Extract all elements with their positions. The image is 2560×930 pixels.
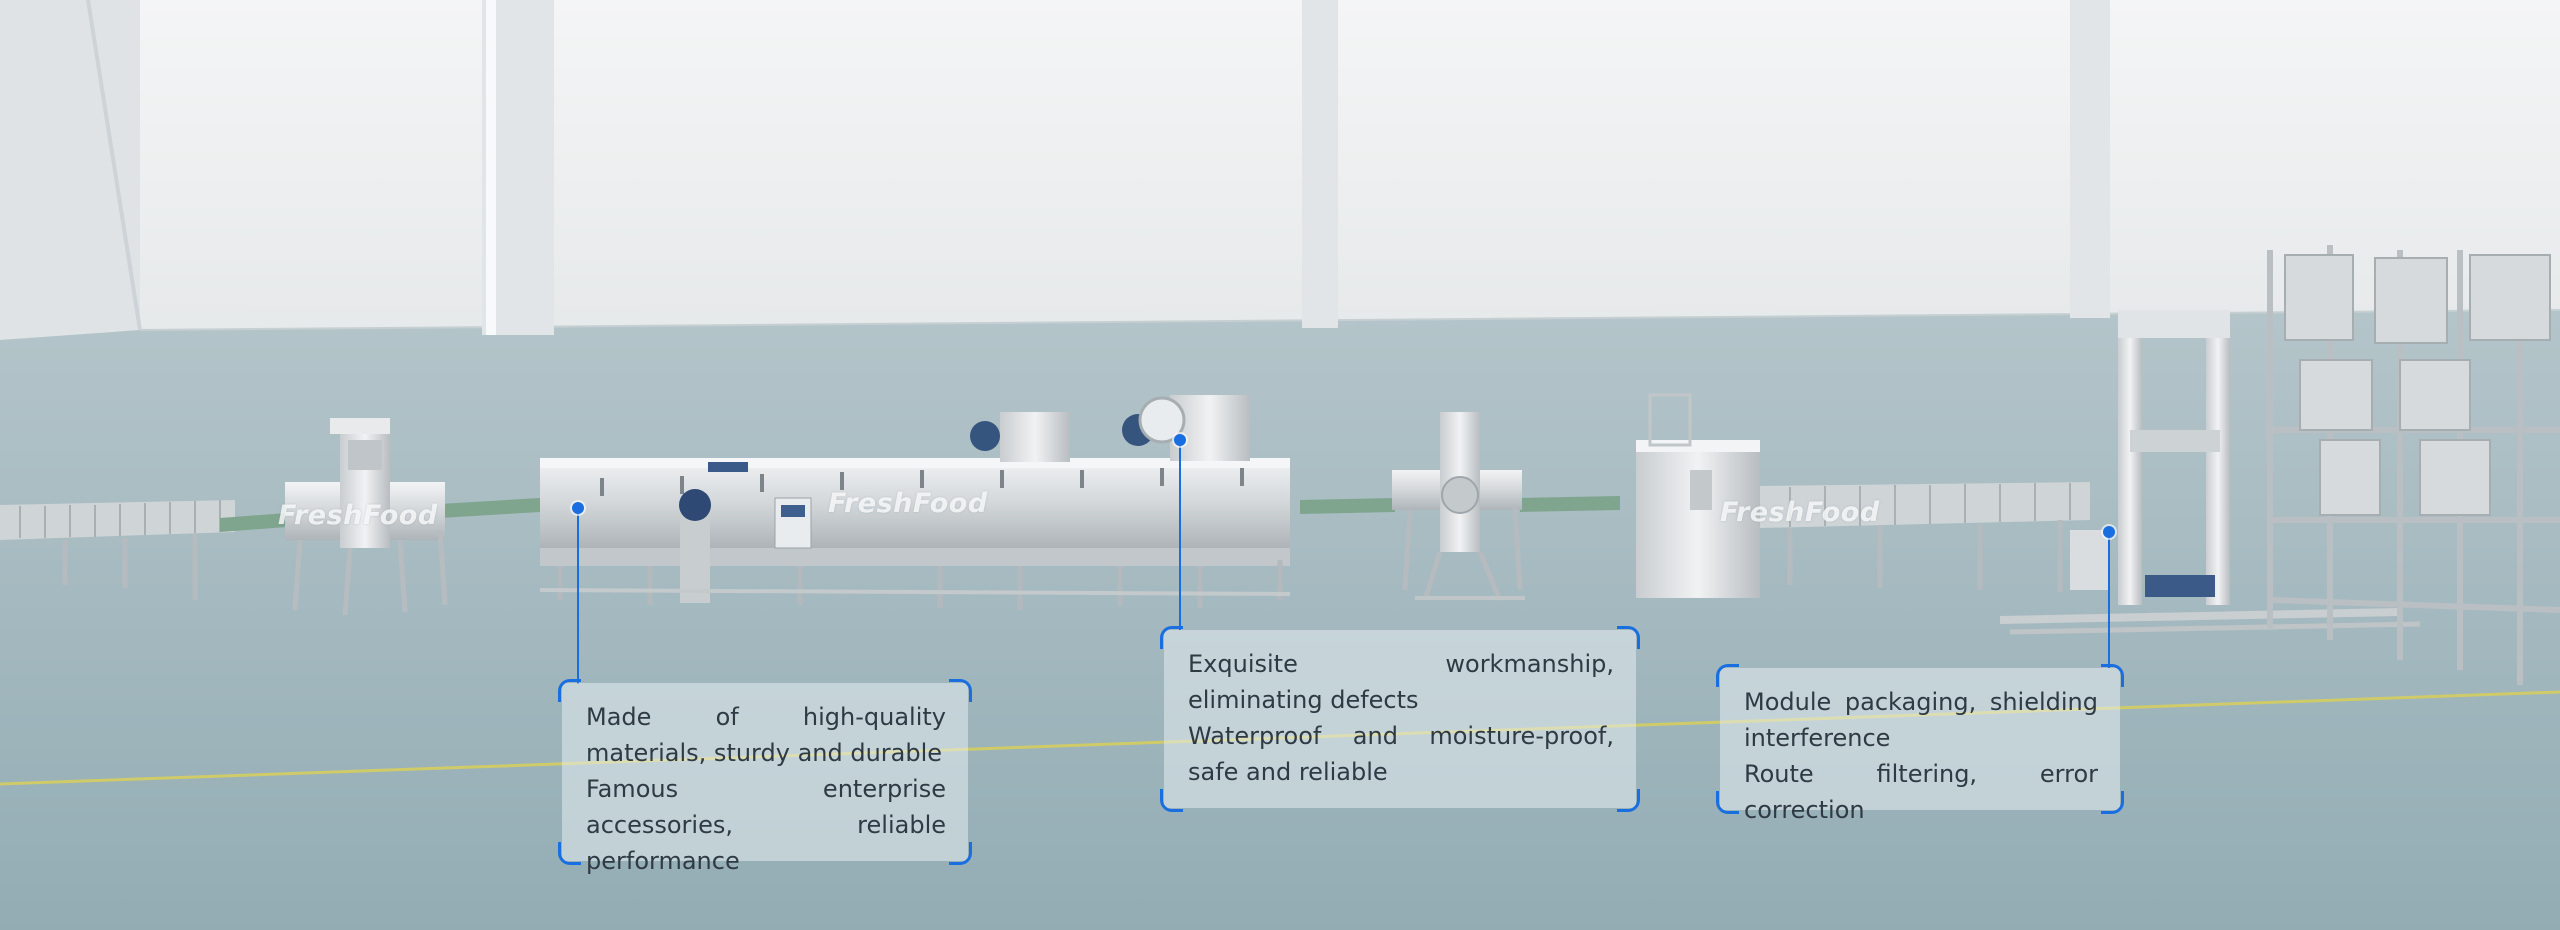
callout-corner [1617, 626, 1640, 649]
brand-watermark-2: FreshFood [828, 488, 988, 519]
callout-2-pin-dot [1174, 434, 1186, 446]
sorter-machine-1 [285, 418, 448, 616]
callout-corner [949, 842, 972, 865]
callout-text-line: Exquisite workmanship, eliminating defec… [1188, 650, 1614, 714]
callout-corner [949, 679, 972, 702]
callout-corner [1716, 664, 1739, 687]
callout-corner [2101, 664, 2124, 687]
callout-corner [1160, 626, 1183, 649]
robot-gantry [1999, 310, 2421, 635]
feature-callout-workmanship: Exquisite workmanship, eliminating defec… [1160, 626, 1640, 812]
callout-corner [1617, 789, 1640, 812]
roller-conveyor-left [0, 500, 235, 600]
callout-2-pin-line [1179, 440, 1181, 630]
callout-corner [558, 842, 581, 865]
brand-watermark-1: FreshFood [278, 500, 438, 531]
callout-1-pin-line [577, 508, 579, 684]
feature-callout-materials: Made of high-quality materials, sturdy a… [558, 679, 972, 875]
callout-3-pin-dot [2103, 526, 2115, 538]
callout-text-line: Module packaging, shielding interference [1744, 688, 2098, 752]
roller-conveyor-right [1760, 482, 2090, 592]
callout-text-line: Waterproof and moisture-proof, safe and … [1188, 722, 1614, 786]
brand-watermark-3: FreshFood [1720, 497, 1880, 528]
callout-text-line: Famous enterprise accessories, reliable … [586, 775, 946, 875]
callout-corner [558, 679, 581, 702]
sorter-machine-2 [1392, 412, 1525, 601]
feature-callout-packaging: Module packaging, shielding interference… [1716, 664, 2124, 824]
washing-tunnel-machine [539, 395, 1291, 610]
callout-corner [1160, 789, 1183, 812]
callout-corner [2101, 791, 2124, 814]
callout-3-pin-line [2108, 532, 2110, 668]
packaging-cabinet [1636, 393, 1760, 598]
callout-1-pin-dot [572, 502, 584, 514]
callout-text-line: Made of high-quality materials, sturdy a… [586, 703, 946, 767]
callout-text-line: Route filtering, error correction [1744, 760, 2098, 824]
callout-corner [1716, 791, 1739, 814]
